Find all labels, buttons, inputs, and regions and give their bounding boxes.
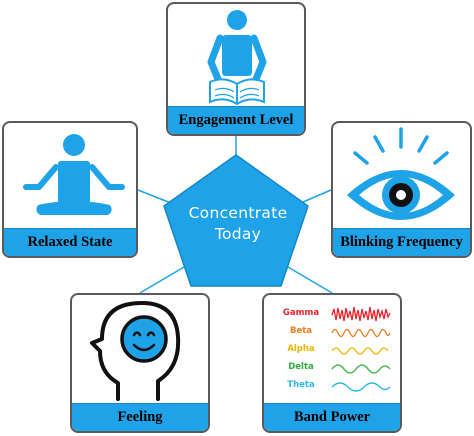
smiling-head-icon [72,295,208,404]
node-feeling: Feeling [70,293,210,433]
center-title: Concentrate Today [160,203,316,245]
node-relaxed-label: Relaxed State [4,228,136,256]
node-engagement-label: Engagement Level [168,106,304,134]
wave-label-gamma: Gamma [282,308,320,318]
center-pentagon [163,154,309,287]
node-blinking-label: Blinking Frequency [333,228,470,256]
brainwave-icon: Gamma Beta Alpha Delta Theta [264,295,400,404]
person-reading-icon [168,4,304,107]
node-blinking-frequency: Blinking Frequency [331,121,472,258]
wave-label-theta: Theta [287,380,315,390]
wave-gamma [331,306,391,322]
node-band-label: Band Power [264,403,400,431]
center-title-line1: Concentrate [188,204,288,222]
meditation-icon [4,123,136,229]
node-relaxed-state: Relaxed State [2,121,138,258]
node-engagement-level: Engagement Level [166,2,306,136]
center-title-line2: Today [214,225,262,243]
node-feeling-label: Feeling [72,403,208,431]
wave-theta [331,382,391,392]
eye-icon [333,123,470,229]
wave-beta [331,328,391,338]
wave-alpha [331,347,389,355]
wave-delta [331,364,391,374]
node-band-power: Gamma Beta Alpha Delta Theta Band Power [262,293,402,433]
wave-label-beta: Beta [289,326,313,336]
wave-label-alpha: Alpha [287,344,315,354]
wave-label-delta: Delta [288,362,314,372]
